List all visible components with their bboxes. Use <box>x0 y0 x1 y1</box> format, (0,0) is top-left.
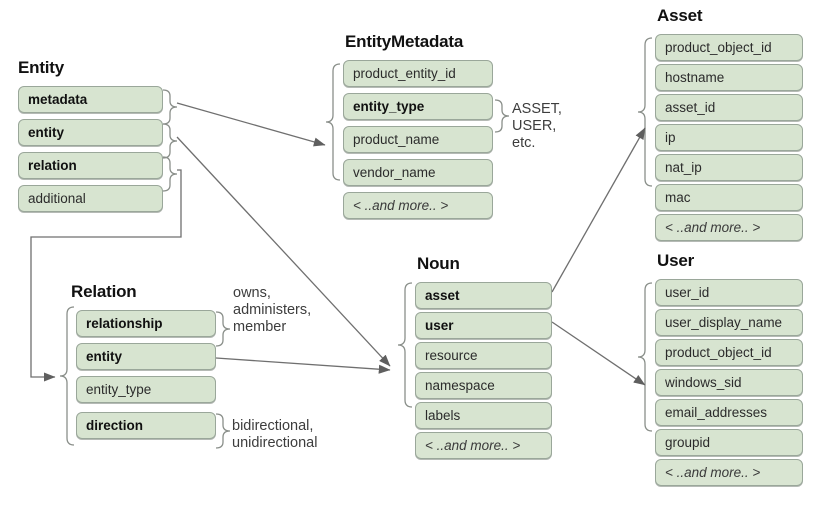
row-label: < ..and more.. > <box>665 465 761 480</box>
row-label: additional <box>28 191 86 206</box>
brace-user-group <box>637 282 653 432</box>
edge-metadata-to-entitymetadata <box>176 102 326 147</box>
row-asset-product-object-id[interactable]: product_object_id <box>655 34 803 61</box>
group-title-relation: Relation <box>71 282 137 301</box>
row-relation-entity-type[interactable]: entity_type <box>76 376 216 403</box>
note-entity-type-values: ASSET, USER, etc. <box>512 101 562 151</box>
row-entity-relation[interactable]: relation <box>18 152 163 179</box>
row-entity-additional[interactable]: additional <box>18 185 163 212</box>
note-relationship-values: owns, administers, member <box>233 285 312 335</box>
brace-noun-group <box>397 282 413 408</box>
row-label: groupid <box>665 435 711 450</box>
row-user-and-more[interactable]: < ..and more.. > <box>655 459 803 486</box>
row-noun-namespace[interactable]: namespace <box>415 372 552 399</box>
row-em-product-name[interactable]: product_name <box>343 126 493 153</box>
row-asset-ip[interactable]: ip <box>655 124 803 151</box>
row-noun-resource[interactable]: resource <box>415 342 552 369</box>
edge-user-to-user-group <box>551 321 646 386</box>
row-noun-and-more[interactable]: < ..and more.. > <box>415 432 552 459</box>
row-label: entity <box>86 349 123 364</box>
row-em-product-entity-id[interactable]: product_entity_id <box>343 60 493 87</box>
row-label: ip <box>665 130 676 145</box>
row-user-groupid[interactable]: groupid <box>655 429 803 456</box>
row-label: metadata <box>28 92 88 107</box>
row-user-user-id[interactable]: user_id <box>655 279 803 306</box>
row-label: < ..and more.. > <box>353 198 449 213</box>
row-entity-metadata[interactable]: metadata <box>18 86 163 113</box>
row-label: direction <box>86 418 144 433</box>
row-label: < ..and more.. > <box>665 220 761 235</box>
row-user-product-object-id[interactable]: product_object_id <box>655 339 803 366</box>
row-label: user_id <box>665 285 710 300</box>
brace-asset-group <box>637 37 653 187</box>
row-label: relation <box>28 158 77 173</box>
row-asset-and-more[interactable]: < ..and more.. > <box>655 214 803 241</box>
edge-relationentity-to-noun <box>215 357 391 374</box>
group-title-entity: Entity <box>18 58 65 77</box>
row-relation-relationship[interactable]: relationship <box>76 310 216 337</box>
row-noun-labels[interactable]: labels <box>415 402 552 429</box>
row-noun-asset[interactable]: asset <box>415 282 552 309</box>
row-label: entity_type <box>353 99 425 114</box>
row-asset-hostname[interactable]: hostname <box>655 64 803 91</box>
group-title-asset: Asset <box>657 6 703 25</box>
row-label: labels <box>425 408 461 423</box>
row-relation-entity[interactable]: entity <box>76 343 216 370</box>
row-label: relationship <box>86 316 163 331</box>
brace-entity-metadata-row <box>162 89 178 125</box>
row-label: namespace <box>425 378 495 393</box>
row-label: entity_type <box>86 382 152 397</box>
brace-relation-group <box>59 306 75 446</box>
row-label: < ..and more.. > <box>425 438 521 453</box>
row-label: resource <box>425 348 478 363</box>
brace-relationship-row <box>215 311 231 347</box>
row-label: mac <box>665 190 691 205</box>
group-title-entity-metadata: EntityMetadata <box>345 32 464 51</box>
note-direction-values: bidirectional, unidirectional <box>232 418 318 451</box>
row-label: product_name <box>353 132 440 147</box>
row-label: entity <box>28 125 65 140</box>
brace-entity-metadata-group <box>325 63 341 181</box>
brace-direction-row <box>215 413 231 449</box>
row-entity-entity[interactable]: entity <box>18 119 163 146</box>
row-relation-direction[interactable]: direction <box>76 412 216 439</box>
brace-entity-type-row <box>494 99 510 133</box>
group-title-user: User <box>657 251 695 270</box>
row-noun-user[interactable]: user <box>415 312 552 339</box>
row-asset-asset-id[interactable]: asset_id <box>655 94 803 121</box>
row-user-email-addresses[interactable]: email_addresses <box>655 399 803 426</box>
row-label: user <box>425 318 454 333</box>
row-label: product_object_id <box>665 40 772 55</box>
row-em-and-more[interactable]: < ..and more.. > <box>343 192 493 219</box>
row-label: asset <box>425 288 460 303</box>
row-asset-nat-ip[interactable]: nat_ip <box>655 154 803 181</box>
row-label: windows_sid <box>665 375 742 390</box>
row-label: nat_ip <box>665 160 702 175</box>
brace-entity-entity-row <box>162 123 178 159</box>
row-asset-mac[interactable]: mac <box>655 184 803 211</box>
edge-asset-to-asset-group <box>551 127 646 293</box>
group-title-noun: Noun <box>417 254 460 273</box>
row-label: hostname <box>665 70 725 85</box>
row-label: user_display_name <box>665 315 783 330</box>
row-em-vendor-name[interactable]: vendor_name <box>343 159 493 186</box>
row-label: email_addresses <box>665 405 768 420</box>
row-label: product_entity_id <box>353 66 456 81</box>
brace-entity-relation-row <box>162 156 178 192</box>
row-em-entity-type[interactable]: entity_type <box>343 93 493 120</box>
row-label: asset_id <box>665 100 716 115</box>
row-user-windows-sid[interactable]: windows_sid <box>655 369 803 396</box>
row-label: product_object_id <box>665 345 772 360</box>
row-label: vendor_name <box>353 165 436 180</box>
row-user-user-display-name[interactable]: user_display_name <box>655 309 803 336</box>
